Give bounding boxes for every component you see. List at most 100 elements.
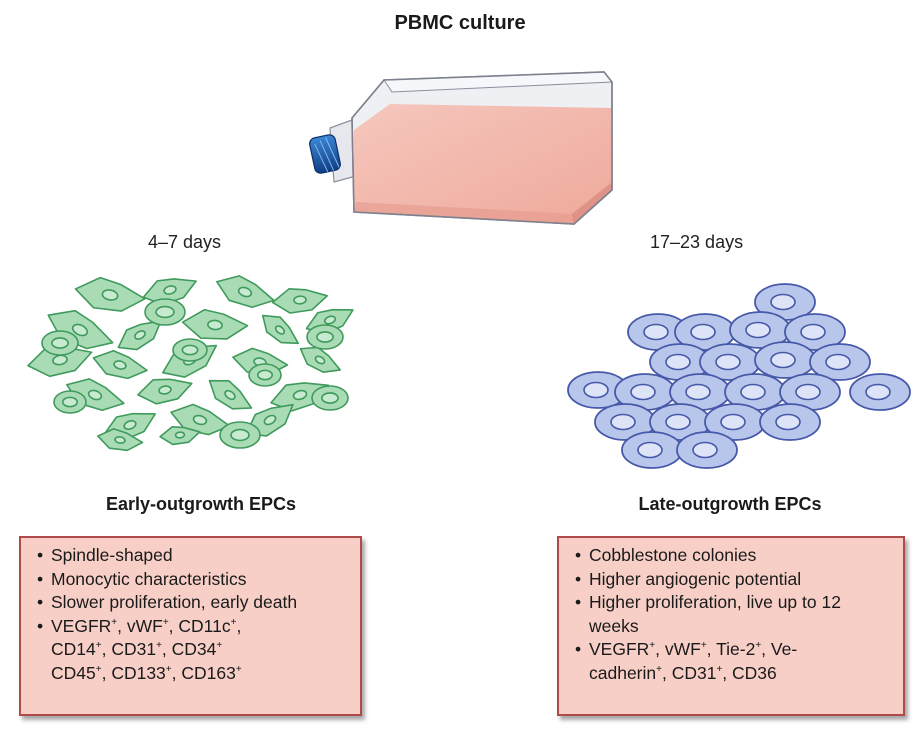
- early-characteristics-list: Spindle-shaped Monocytic characteristics…: [37, 544, 350, 685]
- marker-superscript: +: [235, 663, 242, 675]
- cell-nucleus: [610, 413, 636, 431]
- late-characteristics-list: Cobblestone colonies Higher angiogenic p…: [575, 544, 893, 685]
- cell-nucleus: [630, 383, 656, 401]
- list-item: Slower proliferation, early death: [37, 591, 350, 615]
- late-outgrowth-cells: [567, 283, 911, 469]
- marker-text: , Ve-: [761, 639, 798, 659]
- marker-superscript: +: [649, 640, 656, 652]
- cell-nucleus: [263, 414, 277, 426]
- marker-text: CD14: [51, 639, 96, 659]
- marker-superscript: +: [95, 663, 102, 675]
- marker-superscript: +: [111, 616, 118, 628]
- marker-text: ,: [236, 615, 242, 636]
- cell-nucleus: [174, 431, 186, 439]
- culture-flask: [309, 71, 614, 225]
- marker-text: VEGFR: [51, 615, 112, 636]
- marker-superscript: +: [156, 640, 162, 652]
- marker-text: , CD34: [161, 639, 217, 659]
- cell-nucleus: [800, 323, 826, 341]
- late-duration-label: 17–23 days: [650, 232, 744, 252]
- marker-text: cadherin: [589, 662, 657, 683]
- cell-nucleus: [155, 305, 175, 319]
- cell-nucleus: [720, 413, 746, 431]
- marker-superscript: +: [216, 640, 223, 652]
- cell-nucleus: [685, 383, 711, 401]
- cell-nucleus: [775, 413, 801, 431]
- cell-nucleus: [740, 383, 766, 401]
- late-group-title: Late-outgrowth EPCs: [638, 494, 822, 514]
- flask-cap: [309, 134, 341, 174]
- cell-nucleus: [323, 315, 337, 325]
- marker-line: CD45+, CD133+, CD163+: [51, 662, 350, 686]
- cell-nucleus: [123, 420, 137, 430]
- cell-nucleus: [114, 435, 126, 445]
- cell-nucleus: [163, 285, 177, 295]
- early-marker-list: VEGFR+, vWF+, CD11c+,CD14+, CD31+, CD34+…: [37, 615, 350, 686]
- cell-nucleus: [113, 360, 127, 370]
- list-item: Higher angiogenic potential: [575, 568, 893, 592]
- marker-superscript: +: [716, 663, 723, 675]
- marker-line: cadherin+, CD31+, CD36: [589, 662, 893, 686]
- marker-text: , vWF: [117, 615, 163, 636]
- marker-text: , CD133: [101, 662, 166, 683]
- cell-nucleus: [795, 383, 821, 401]
- marker-superscript: +: [700, 640, 707, 652]
- cell-nucleus: [51, 337, 69, 349]
- marker-superscript: +: [755, 640, 762, 652]
- culture-media: [354, 104, 612, 224]
- marker-line: VEGFR+, vWF+, Tie-2+, Ve-: [589, 638, 893, 662]
- cell-nucleus: [158, 385, 172, 395]
- cell-nucleus: [637, 441, 663, 459]
- early-duration-label: 4–7 days: [148, 232, 222, 252]
- list-item: Monocytic characteristics: [37, 568, 350, 592]
- cell-nucleus: [770, 351, 796, 369]
- cell-nucleus: [665, 353, 691, 371]
- marker-text: , Tie-2: [706, 639, 756, 659]
- marker-superscript: +: [162, 616, 169, 628]
- marker-text: , CD36: [722, 662, 777, 683]
- page-title: PBMC culture: [394, 12, 526, 34]
- cell-nucleus: [690, 323, 716, 341]
- marker-superscript: +: [165, 663, 172, 675]
- cell-nucleus: [643, 323, 669, 341]
- marker-text: VEGFR: [589, 639, 650, 659]
- late-marker-list: VEGFR+, vWF+, Tie-2+, Ve-cadherin+, CD31…: [575, 638, 893, 685]
- marker-text: , vWF: [655, 639, 701, 659]
- cell-nucleus: [224, 389, 236, 401]
- cell-nucleus: [715, 353, 741, 371]
- cell-nucleus: [192, 414, 208, 426]
- marker-text: , CD31: [101, 639, 157, 659]
- cell-nucleus: [134, 330, 146, 340]
- cell-nucleus: [293, 295, 307, 305]
- marker-text: , CD31: [661, 662, 717, 683]
- late-characteristics-box: Cobblestone colonies Higher angiogenic p…: [557, 536, 905, 716]
- cell-nucleus: [865, 383, 891, 401]
- marker-superscript: +: [230, 616, 237, 628]
- early-outgrowth-cells: [27, 275, 354, 452]
- list-item: Spindle-shaped: [37, 544, 350, 568]
- cell-nucleus: [321, 392, 339, 404]
- cell-nucleus: [316, 331, 334, 343]
- cell-nucleus: [71, 323, 89, 337]
- cell-nucleus: [181, 344, 199, 356]
- cell-nucleus: [665, 413, 691, 431]
- cell-nucleus: [207, 319, 223, 331]
- cell-nucleus: [256, 369, 273, 381]
- marker-text: CD45: [51, 662, 96, 683]
- list-item: Cobblestone colonies: [575, 544, 893, 568]
- marker-superscript: +: [95, 640, 102, 652]
- cell-nucleus: [314, 355, 326, 365]
- cell-nucleus: [745, 321, 771, 339]
- list-item: Higher proliferation, live up to 12 week…: [575, 591, 893, 638]
- marker-text: , CD11c: [168, 615, 231, 636]
- cell-nucleus: [583, 381, 609, 399]
- early-group-title: Early-outgrowth EPCs: [105, 494, 297, 514]
- cell-nucleus: [292, 389, 308, 401]
- marker-line: CD14+, CD31+, CD34+: [51, 638, 350, 662]
- cell-nucleus: [274, 325, 286, 335]
- marker-text: , CD163: [171, 662, 236, 683]
- marker-superscript: +: [656, 663, 662, 675]
- cell-nucleus: [101, 289, 119, 301]
